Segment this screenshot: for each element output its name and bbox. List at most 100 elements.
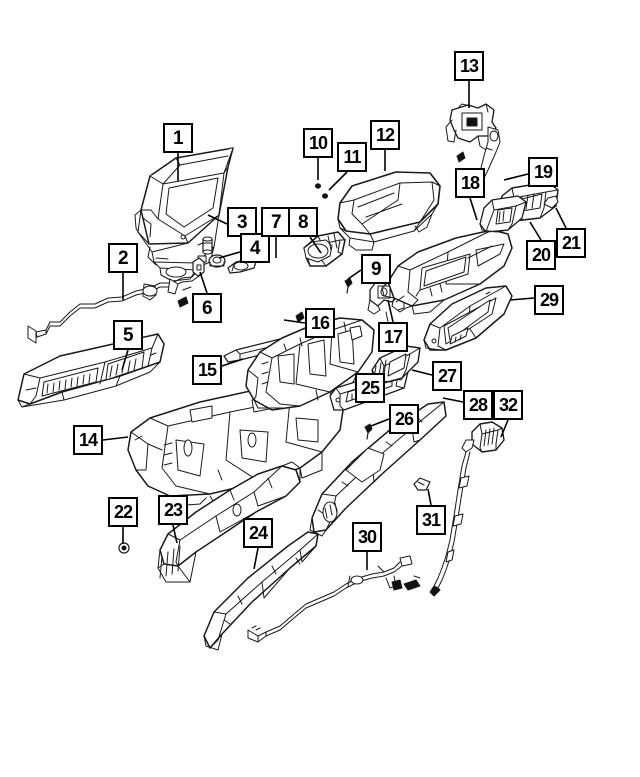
callout-number: 26 — [394, 409, 414, 429]
callout-8[interactable]: 8 — [288, 207, 318, 237]
callout-11[interactable]: 11 — [337, 142, 367, 172]
leader-line-8 — [309, 236, 322, 254]
part-26-screw-2 — [364, 423, 373, 440]
part-6-bracket-side — [192, 257, 205, 277]
callout-number: 4 — [249, 237, 261, 259]
part-4-grommet — [208, 254, 226, 268]
part-29-upper-bezel — [423, 285, 513, 351]
callout-1[interactable]: 1 — [163, 123, 193, 153]
leader-line-21 — [555, 207, 567, 229]
callout-19[interactable]: 19 — [528, 157, 558, 187]
part-2-wiring-harness-upper — [27, 255, 207, 344]
callout-number: 9 — [370, 258, 382, 280]
leader-line-32 — [500, 419, 509, 438]
callout-29[interactable]: 29 — [534, 285, 564, 315]
leader-line-27 — [411, 369, 433, 376]
callout-number: 6 — [201, 297, 213, 319]
leader-line-20 — [529, 221, 542, 241]
callout-17[interactable]: 17 — [378, 322, 408, 352]
leader-line-26 — [370, 418, 390, 427]
part-31-small-clip — [413, 477, 431, 491]
leader-line-9 — [347, 269, 362, 280]
part-8-air-outlet-duct — [303, 231, 346, 267]
callout-13[interactable]: 13 — [454, 51, 484, 81]
leader-line-24 — [253, 547, 259, 570]
part-13-latch-assembly — [445, 103, 501, 179]
part-32-shifter-boot-rod — [429, 421, 505, 597]
callout-21[interactable]: 21 — [556, 228, 586, 258]
callout-25[interactable]: 25 — [355, 373, 385, 403]
part-30-wiring-harness-lower — [247, 555, 421, 643]
callout-number: 30 — [357, 527, 377, 547]
callout-2[interactable]: 2 — [108, 243, 138, 273]
callout-18[interactable]: 18 — [455, 168, 485, 198]
leader-line-17 — [387, 299, 394, 323]
callout-number: 31 — [421, 510, 441, 530]
leader-line-18 — [469, 197, 478, 221]
callout-16[interactable]: 16 — [305, 308, 335, 338]
callout-30[interactable]: 30 — [352, 522, 382, 552]
callout-number: 32 — [498, 395, 518, 415]
callout-number: 14 — [78, 430, 98, 450]
callout-number: 15 — [197, 360, 217, 380]
callout-26[interactable]: 26 — [389, 404, 419, 434]
part-22-plug-cap — [118, 542, 130, 554]
callout-number: 27 — [437, 366, 457, 386]
callout-number: 21 — [561, 233, 581, 253]
callout-number: 5 — [122, 324, 134, 346]
callout-10[interactable]: 10 — [303, 128, 333, 158]
leader-line-4 — [218, 251, 241, 259]
callout-23[interactable]: 23 — [158, 495, 188, 525]
callout-28[interactable]: 28 — [463, 390, 493, 420]
part-16-center-structure — [245, 317, 375, 411]
callout-12[interactable]: 12 — [370, 120, 400, 150]
callout-number: 16 — [310, 313, 330, 333]
callout-14[interactable]: 14 — [73, 425, 103, 455]
callout-5[interactable]: 5 — [113, 320, 143, 350]
part-3-bushing — [202, 236, 213, 255]
callout-27[interactable]: 27 — [432, 361, 462, 391]
callout-number: 29 — [539, 290, 559, 310]
part-18-armrest-tray-frame — [381, 229, 513, 315]
leader-line-5 — [121, 349, 129, 371]
callout-number: 20 — [531, 245, 551, 265]
callout-6[interactable]: 6 — [192, 293, 222, 323]
leader-line-16 — [283, 319, 306, 324]
callout-3[interactable]: 3 — [227, 207, 257, 237]
leader-line-3 — [207, 214, 228, 225]
callout-32[interactable]: 32 — [493, 390, 523, 420]
part-10-pin — [314, 183, 322, 189]
callout-4[interactable]: 4 — [240, 233, 270, 263]
callout-24[interactable]: 24 — [243, 518, 273, 548]
callout-15[interactable]: 15 — [192, 355, 222, 385]
callout-number: 13 — [459, 56, 479, 76]
leader-line-31 — [427, 488, 432, 506]
callout-number: 2 — [117, 247, 129, 269]
part-24-side-trim-left — [203, 531, 319, 651]
part-7-retainer-clip — [227, 258, 257, 274]
part-20-insert-tray — [479, 195, 527, 233]
leader-line-14 — [102, 436, 129, 441]
callout-number: 18 — [460, 173, 480, 193]
callout-9[interactable]: 9 — [361, 254, 391, 284]
callout-number: 23 — [163, 500, 183, 520]
callout-number: 3 — [236, 211, 248, 233]
leader-line-6 — [199, 271, 208, 294]
leader-line-15 — [221, 358, 244, 367]
leader-line-23 — [172, 524, 178, 544]
part-21-liner-mat — [543, 195, 559, 209]
callout-7[interactable]: 7 — [261, 207, 291, 237]
callout-22[interactable]: 22 — [108, 497, 138, 527]
part-12-armrest-lid — [337, 171, 441, 251]
callout-number: 10 — [308, 133, 328, 153]
callout-31[interactable]: 31 — [416, 505, 446, 535]
callout-number: 24 — [248, 523, 268, 543]
leader-line-19 — [503, 173, 529, 181]
callout-number: 17 — [383, 327, 403, 347]
callout-20[interactable]: 20 — [526, 240, 556, 270]
part-11-pin — [321, 193, 329, 199]
callout-number: 7 — [270, 211, 282, 233]
